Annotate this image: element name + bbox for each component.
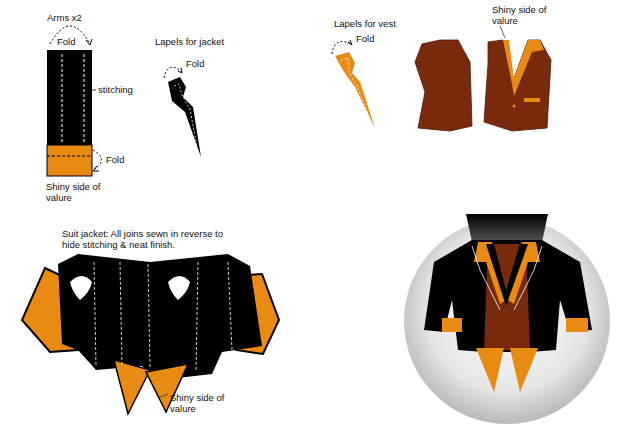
annotation-label: Lapels for vest bbox=[334, 18, 434, 29]
annotation-label: Shiny side of valure bbox=[170, 392, 232, 415]
finished-jacket bbox=[404, 214, 610, 424]
annotation-label: Fold bbox=[57, 36, 97, 47]
annotation-label: Shiny side of valure bbox=[46, 181, 108, 204]
annotation-label: Arms x2 bbox=[47, 12, 117, 23]
annotation-label: Suit jacket: All joins sewn in reverse t… bbox=[62, 228, 242, 251]
annotation-label: stitching bbox=[98, 84, 158, 95]
annotation-label: Fold bbox=[356, 33, 396, 44]
annotation-label: Lapels for jacket bbox=[155, 36, 255, 47]
jacket-pattern bbox=[22, 254, 279, 414]
jacket-lapel bbox=[164, 67, 201, 157]
annotation-label: Fold bbox=[186, 58, 226, 69]
annotation-label: Fold bbox=[106, 154, 146, 165]
vest-lapel bbox=[332, 40, 375, 128]
vest bbox=[415, 26, 551, 131]
arm-piece bbox=[47, 26, 102, 176]
annotation-label: Shiny side of valure bbox=[492, 4, 554, 27]
